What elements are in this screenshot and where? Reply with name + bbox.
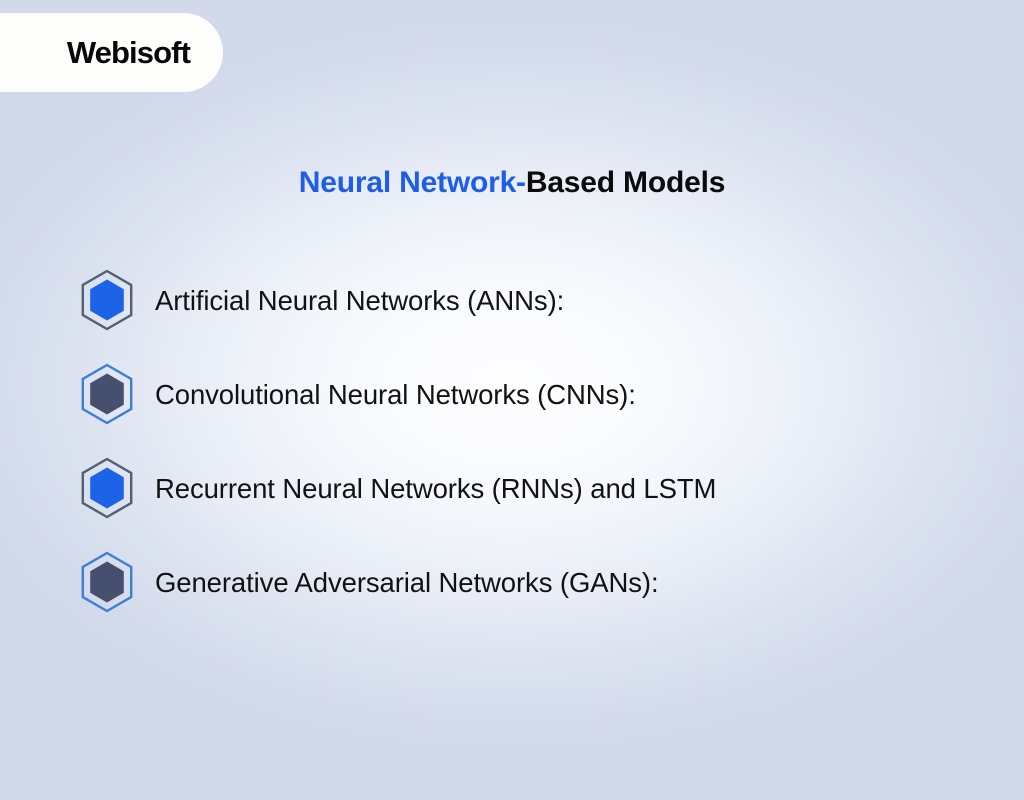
- list-item: Generative Adversarial Networks (GANs):: [78, 551, 978, 613]
- bullet-marker: [78, 551, 136, 613]
- list-item-label: Artificial Neural Networks (ANNs):: [155, 284, 565, 316]
- hexagon-icon: [81, 457, 133, 519]
- page-title-plain: Based Models: [525, 166, 726, 200]
- brand-logo-pill: Webisoft: [0, 13, 223, 92]
- hexagon-icon: [81, 269, 133, 331]
- bullet-marker: [78, 457, 136, 519]
- list-item-label: Recurrent Neural Networks (RNNs) and LST…: [155, 472, 717, 504]
- bullet-marker: [78, 363, 136, 425]
- list-item-label: Generative Adversarial Networks (GANs):: [155, 566, 659, 598]
- bullet-marker: [78, 269, 136, 331]
- hexagon-icon: [81, 551, 133, 613]
- brand-logo-text: Webisoft: [66, 35, 191, 70]
- list-item: Artificial Neural Networks (ANNs):: [78, 269, 978, 331]
- page-title: Neural Network-Based Models: [0, 166, 1024, 201]
- list-item: Convolutional Neural Networks (CNNs):: [78, 363, 978, 425]
- list-item: Recurrent Neural Networks (RNNs) and LST…: [78, 457, 978, 519]
- list-item-label: Convolutional Neural Networks (CNNs):: [155, 378, 636, 410]
- model-list: Artificial Neural Networks (ANNs): Convo…: [78, 269, 978, 645]
- hexagon-icon: [81, 363, 133, 425]
- page-title-accent: Neural Network-: [298, 166, 526, 200]
